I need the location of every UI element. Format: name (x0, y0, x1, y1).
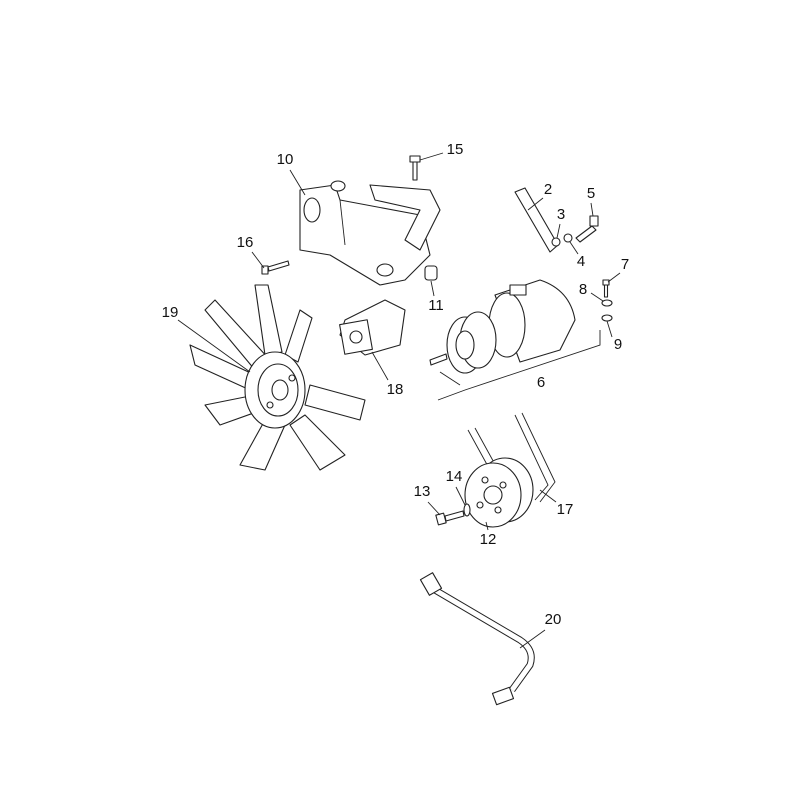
hose-part-20[interactable] (419, 572, 535, 706)
mounting-bracket-part-10[interactable] (299, 180, 441, 286)
callout-2: 2 (544, 181, 552, 198)
callout-11: 11 (428, 297, 444, 314)
spacer-part-11[interactable] (424, 265, 438, 281)
bolt-part-15[interactable] (409, 155, 421, 181)
callout-5: 5 (587, 185, 595, 202)
callout-3: 3 (557, 206, 565, 223)
washer-part-9[interactable] (601, 314, 613, 322)
bolt-part-5[interactable] (575, 215, 599, 243)
washer-part-4[interactable] (563, 233, 573, 243)
bolt-part-13[interactable] (435, 510, 465, 526)
bolt-part-16[interactable] (261, 260, 290, 275)
compressor-part-6[interactable] (429, 279, 576, 374)
callout-4: 4 (577, 253, 585, 270)
leader-lines (177, 152, 621, 649)
bolt-part-7[interactable] (602, 279, 610, 298)
callout-10: 10 (277, 151, 294, 168)
nut-part-3[interactable] (551, 237, 561, 247)
washer-part-8[interactable] (601, 299, 613, 307)
fan-part-19[interactable] (189, 284, 366, 471)
callout-8: 8 (579, 281, 587, 298)
callout-17: 17 (557, 501, 574, 518)
callout-labels: 10 15 2 5 3 4 16 7 8 9 11 19 18 6 14 13 … (162, 141, 630, 628)
callout-9: 9 (614, 336, 622, 353)
crank-pulley-part-12[interactable] (464, 457, 534, 528)
callout-7: 7 (621, 256, 629, 273)
compressor-bracket-lines (437, 330, 601, 401)
callout-12: 12 (480, 531, 497, 548)
callout-19: 19 (162, 304, 179, 321)
callout-18: 18 (387, 381, 404, 398)
callout-6: 6 (537, 374, 545, 391)
callout-14: 14 (446, 468, 463, 485)
washer-part-14[interactable] (463, 503, 471, 517)
callout-13: 13 (414, 483, 431, 500)
callout-20: 20 (545, 611, 562, 628)
callout-16: 16 (237, 234, 254, 251)
adapter-plate-part-18[interactable] (339, 299, 406, 356)
callout-15: 15 (447, 141, 464, 158)
